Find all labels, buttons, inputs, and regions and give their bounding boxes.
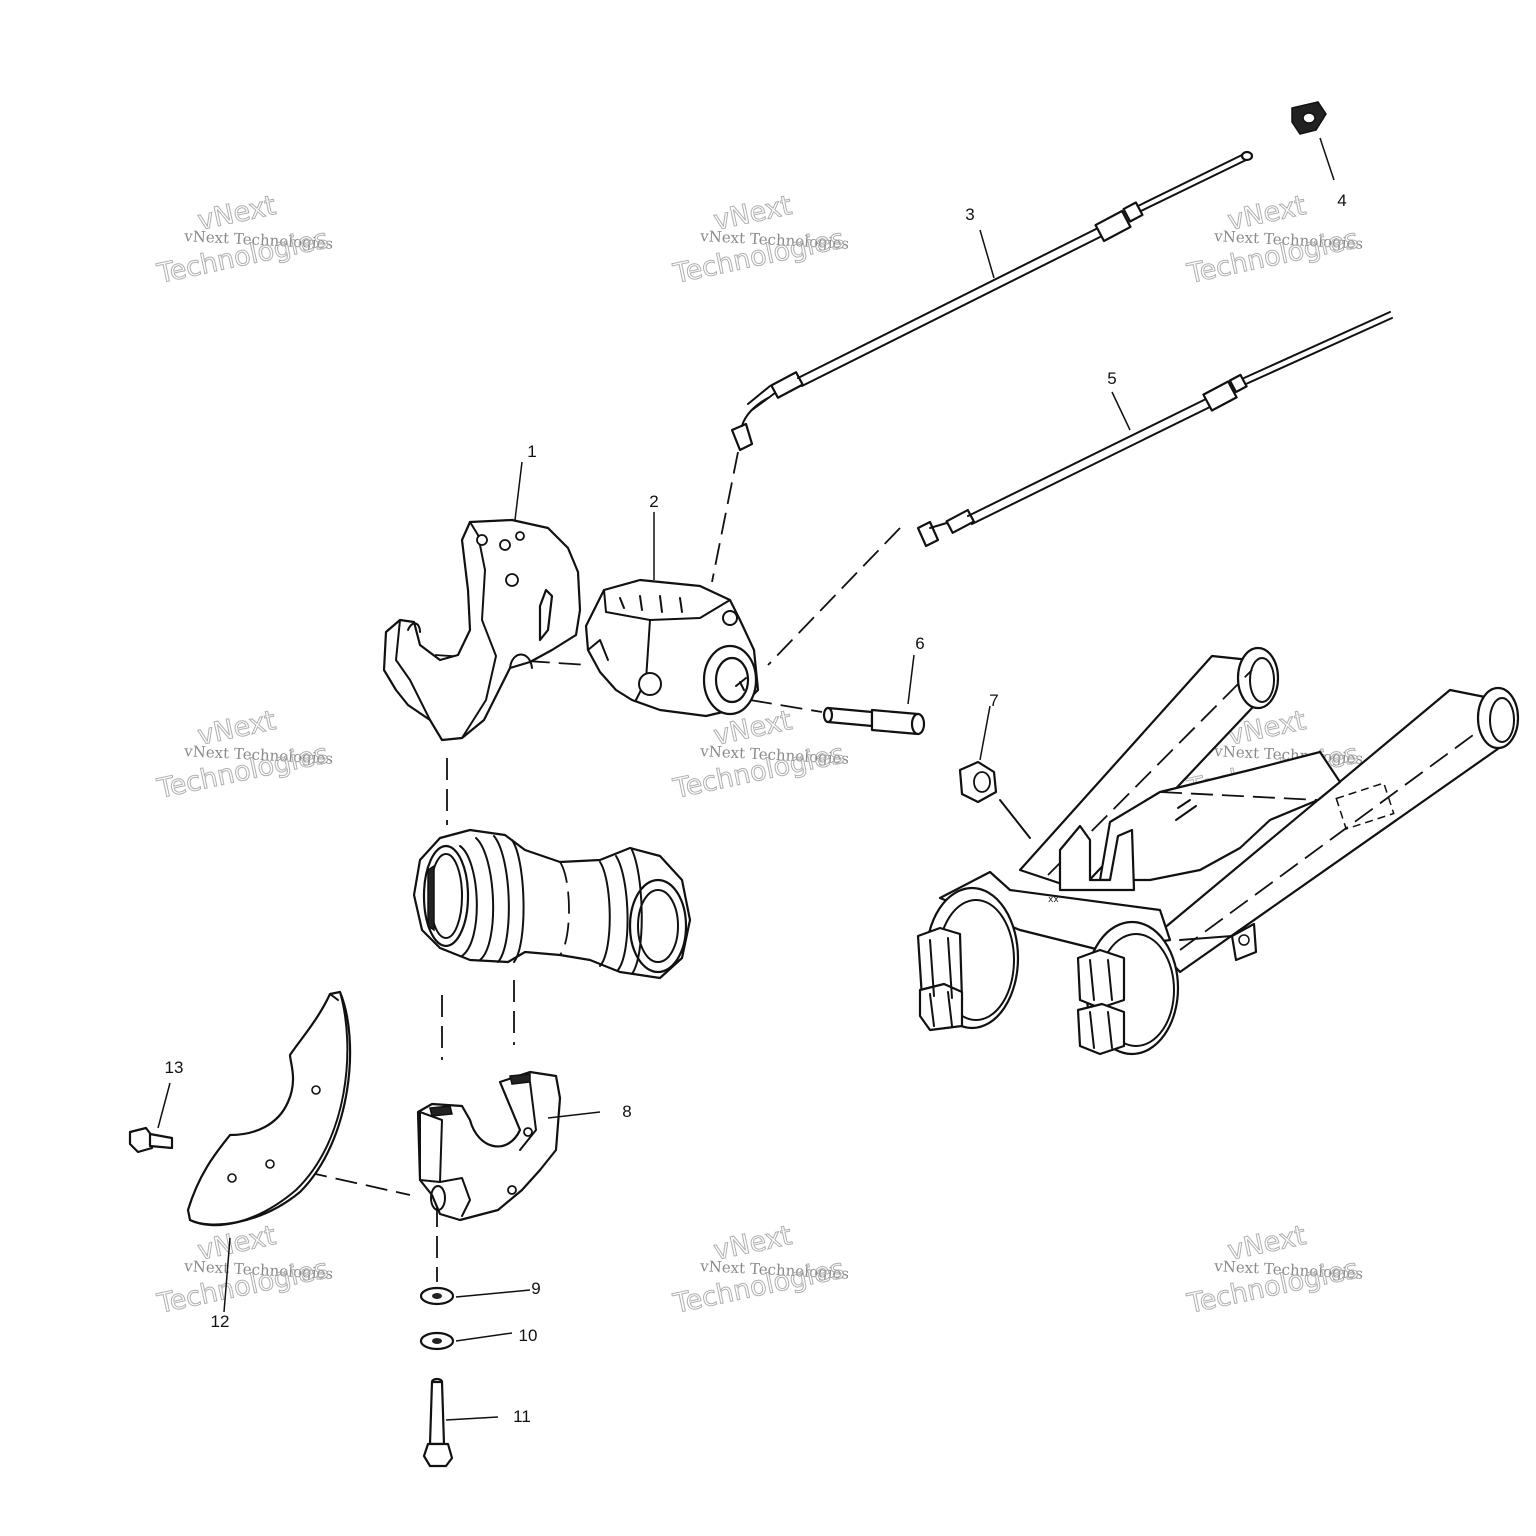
swing-arm: xx — [916, 646, 1520, 1056]
watermark: vNext vNext Technologies Technologies — [154, 190, 334, 291]
watermark: vNext vNext Technologies Technologies — [154, 705, 334, 806]
callout-5: 5 — [1107, 369, 1116, 388]
washer-10 — [419, 1331, 455, 1351]
washer-9 — [419, 1286, 455, 1306]
callout-1: 1 — [527, 442, 536, 461]
callout-11: 11 — [513, 1407, 531, 1426]
xx-mark: xx — [1048, 895, 1059, 905]
callout-labels: 1 2 3 4 5 6 7 8 9 10 11 12 13 — [165, 191, 1347, 1426]
shield-bolt — [128, 1126, 174, 1154]
callout-12: 12 — [211, 1312, 230, 1331]
brake-disc-shield — [186, 990, 352, 1227]
watermark: vNext vNext Technologies Technologies — [670, 190, 850, 291]
callout-7: 7 — [989, 691, 998, 710]
watermark: vNext vNext Technologies Technologies — [670, 1220, 850, 1321]
watermark: vNext vNext Technologies Technologies — [154, 1220, 334, 1321]
leader-lines — [157, 137, 1335, 1421]
callout-8: 8 — [622, 1102, 631, 1121]
callout-2: 2 — [649, 492, 658, 511]
callout-9: 9 — [531, 1279, 540, 1298]
hex-nut — [958, 760, 998, 804]
callout-13: 13 — [165, 1058, 184, 1077]
cable-clip — [1291, 101, 1327, 135]
axle-bearing-carrier — [412, 828, 692, 980]
caliper-bracket — [382, 518, 582, 742]
callout-3: 3 — [965, 205, 974, 224]
brake-caliper — [584, 578, 760, 718]
mounting-bolt — [422, 1377, 454, 1468]
callout-10: 10 — [519, 1326, 538, 1345]
brake-cable-upper — [730, 150, 1254, 452]
brake-cable-lower — [916, 311, 1393, 548]
watermark: vNext vNext Technologies Technologies — [670, 705, 850, 806]
watermark: vNext vNext Technologies Technologies — [1184, 1220, 1364, 1321]
bearing-cap-bracket — [416, 1070, 562, 1222]
caliper-pin — [822, 706, 926, 736]
callout-6: 6 — [915, 634, 924, 653]
callout-4: 4 — [1337, 191, 1346, 210]
